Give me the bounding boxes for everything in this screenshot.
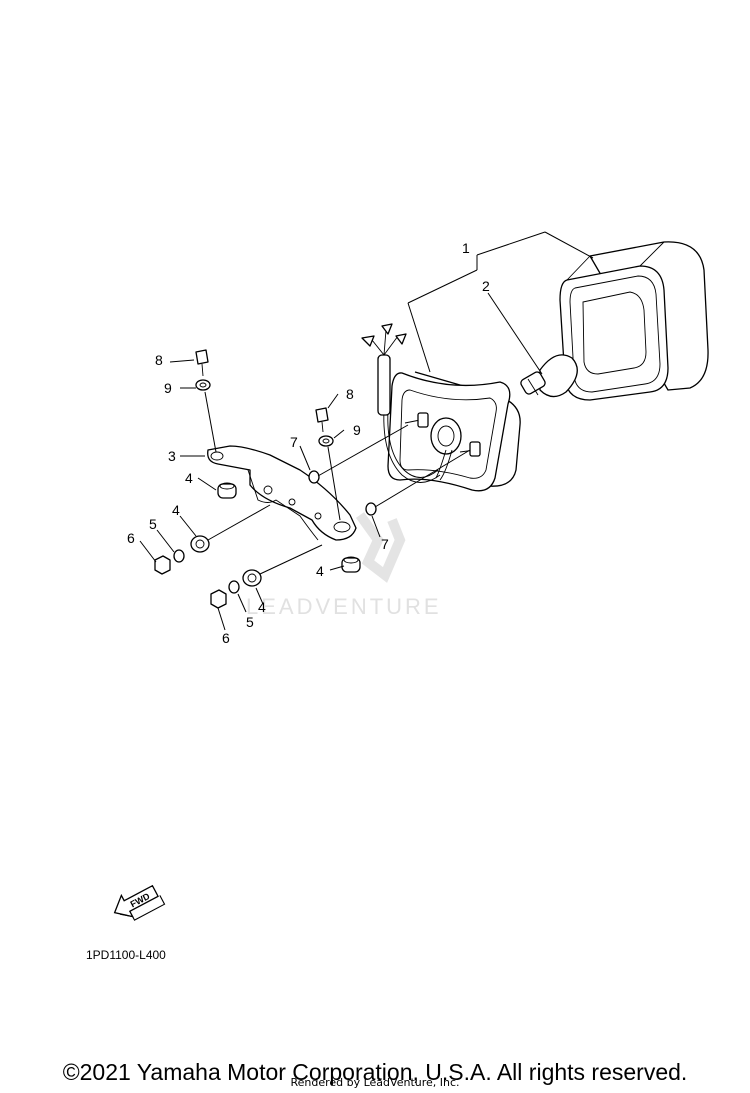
washer-upper-left[interactable] xyxy=(195,379,217,453)
rendered-by-note: Rendered by LeadVenture, Inc. xyxy=(290,1076,460,1089)
watermark-text: LEADVENTURE xyxy=(246,594,442,619)
callout-9-center[interactable]: 9 xyxy=(353,422,361,438)
callout-1[interactable]: 1 xyxy=(462,240,470,256)
grommet-right[interactable] xyxy=(341,556,361,573)
callout-4-left[interactable]: 4 xyxy=(172,502,180,518)
grommet-left[interactable] xyxy=(190,504,271,553)
washer-center[interactable] xyxy=(318,435,341,521)
watermark: LEADVENTURE xyxy=(246,512,442,619)
callout-5-left[interactable]: 5 xyxy=(149,516,157,532)
fwd-arrow-icon: FWD xyxy=(113,884,166,921)
callout-6-left[interactable]: 6 xyxy=(127,530,135,546)
bolt-upper-left[interactable] xyxy=(195,349,209,377)
grommet-upper[interactable] xyxy=(217,482,237,499)
callout-2[interactable]: 2 xyxy=(482,278,490,294)
leader-lines xyxy=(139,231,594,631)
callout-4-lower[interactable]: 4 xyxy=(258,599,266,615)
callout-4-upper[interactable]: 4 xyxy=(185,470,193,486)
callout-5-lower[interactable]: 5 xyxy=(246,614,254,630)
callout-6-lower[interactable]: 6 xyxy=(222,630,230,646)
callout-7-right[interactable]: 7 xyxy=(381,536,389,552)
callout-8-left[interactable]: 8 xyxy=(155,352,163,368)
grommet-lower[interactable] xyxy=(242,544,323,587)
nut-6-left[interactable] xyxy=(154,555,171,575)
copyright-notice: ©2021 Yamaha Motor Corporation, U.S.A. A… xyxy=(62,1059,688,1085)
wire-harness xyxy=(361,323,441,483)
watermark-logo-icon xyxy=(355,512,406,583)
washer-5-lower[interactable] xyxy=(228,580,240,594)
diagram-code: 1PD1100-L400 xyxy=(86,948,166,962)
tail-light-lens[interactable] xyxy=(559,241,709,401)
callout-3[interactable]: 3 xyxy=(168,448,176,464)
nut-6-lower[interactable] xyxy=(210,589,227,609)
callout-7-left[interactable]: 7 xyxy=(290,434,298,450)
callouts: 1 2 3 4 4 4 4 5 5 6 6 7 7 8 8 9 9 xyxy=(127,240,490,646)
washer-7-left[interactable] xyxy=(308,424,409,484)
bulb[interactable] xyxy=(519,354,578,398)
washer-5-left[interactable] xyxy=(173,549,185,563)
callout-9-left[interactable]: 9 xyxy=(164,380,172,396)
tail-light-housing[interactable] xyxy=(387,371,521,492)
callout-4-right[interactable]: 4 xyxy=(316,563,324,579)
bolt-center[interactable] xyxy=(315,407,329,433)
bracket[interactable] xyxy=(207,445,357,541)
callout-8-center[interactable]: 8 xyxy=(346,386,354,402)
washer-7-right[interactable] xyxy=(365,449,471,516)
